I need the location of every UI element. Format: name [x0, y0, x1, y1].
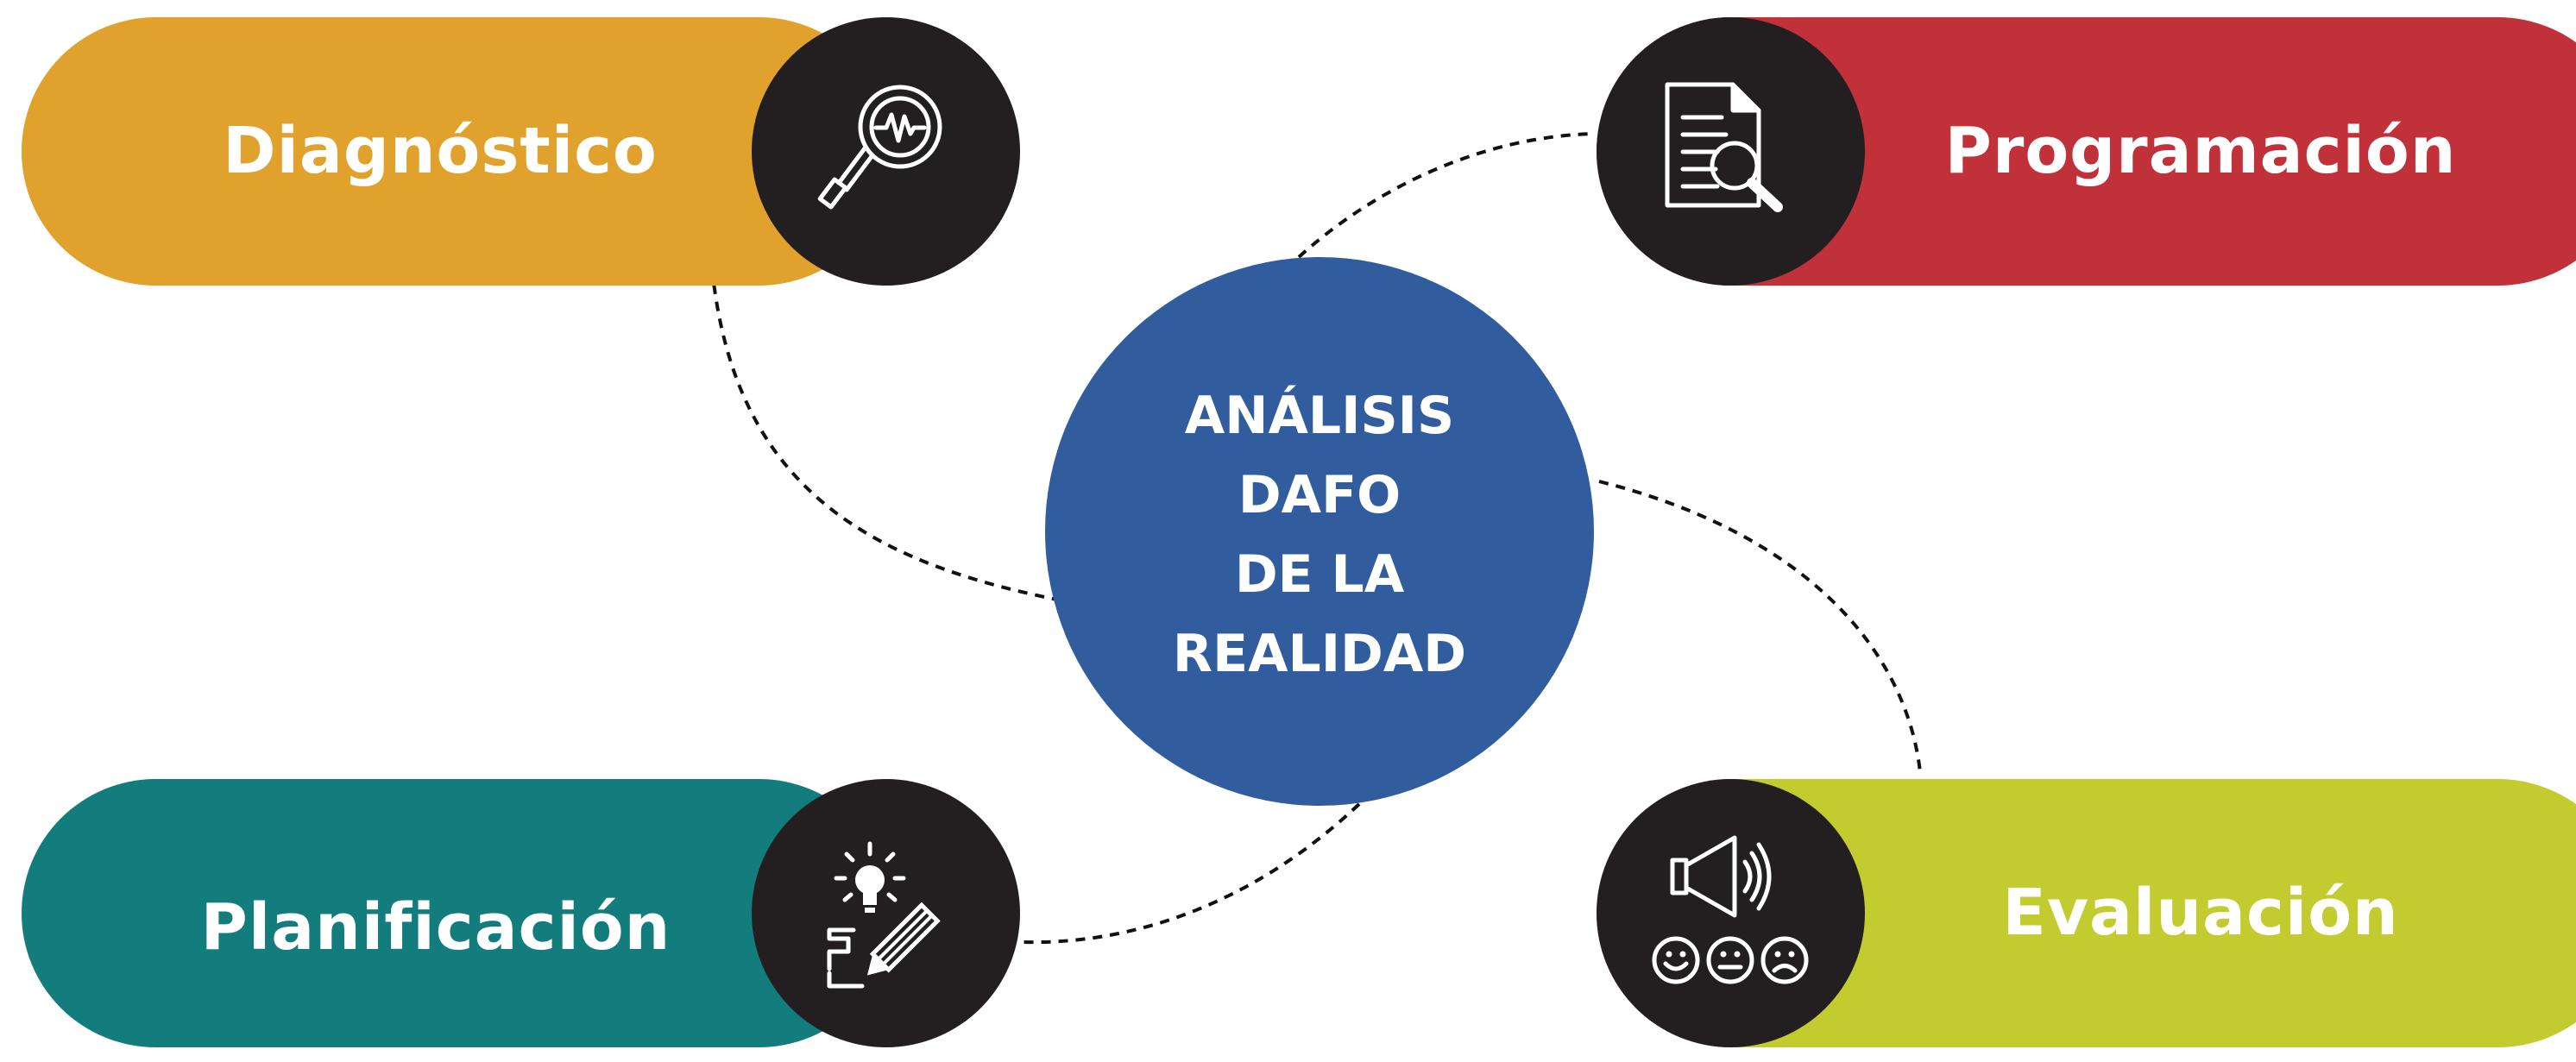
evaluacion-icon-disc [1597, 779, 1865, 1047]
center-title-line-3: DE LA [1234, 544, 1405, 605]
connector-evaluacion [1598, 480, 1922, 773]
step-planificacion-pill [22, 779, 893, 1047]
step-evaluacion-label: Evaluación [2002, 876, 2399, 950]
center-title-line-4: REALIDAD [1172, 624, 1467, 684]
step-diagnostico-pill [22, 17, 893, 286]
step-planificacion-label: Planificación [200, 890, 671, 965]
step-programacion-label: Programación [1944, 114, 2457, 188]
document-search-icon [1665, 82, 1783, 212]
megaphone-faces-icon [1652, 835, 1809, 984]
connector-diagnostico [710, 267, 1058, 601]
center-title-line-2: DAFO [1238, 465, 1401, 525]
step-diagnostico-label: Diagnóstico [223, 114, 658, 188]
programacion-icon-disc [1597, 17, 1865, 286]
connector-programacion [1297, 132, 1593, 259]
dafo-diagram: Diagnóstico Programación [22, 17, 2576, 1047]
connector-planificacion [1022, 802, 1361, 945]
connectors [710, 132, 1922, 945]
center-circle: ANÁLISIS DAFO DE LA REALIDAD [1045, 257, 1594, 806]
diagnostico-icon-disc [752, 17, 1020, 286]
magnifier-pulse-icon [817, 85, 942, 210]
planificacion-icon-disc [752, 779, 1020, 1047]
center-title-line-1: ANÁLISIS [1184, 386, 1455, 446]
lightbulb-pencil-icon [827, 841, 941, 989]
center-title: ANÁLISIS DAFO DE LA REALIDAD [1045, 376, 1594, 694]
